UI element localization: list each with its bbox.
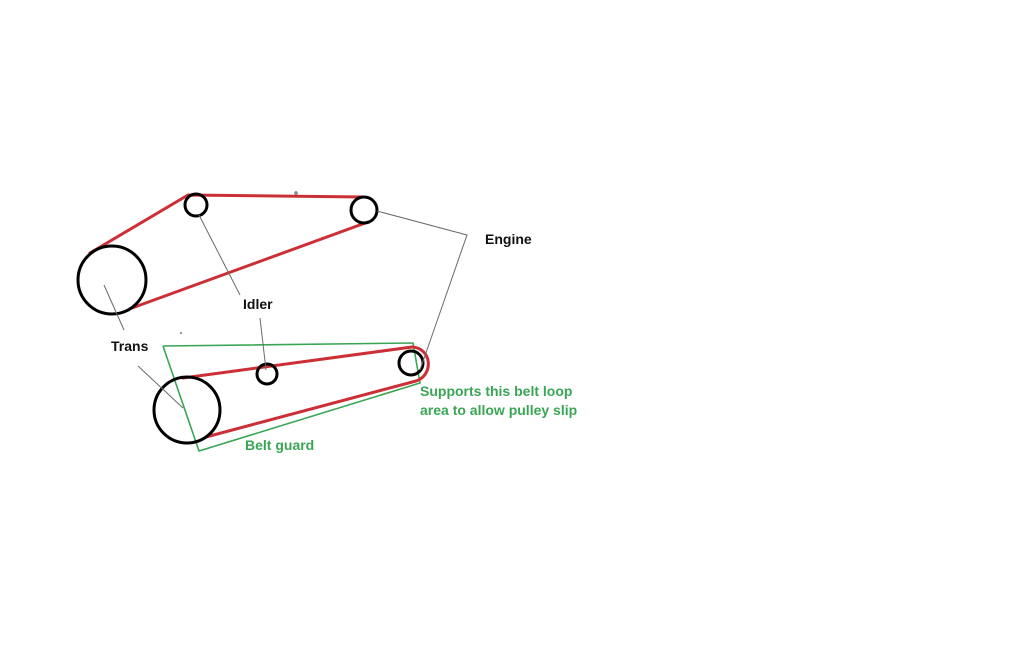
bottom-assembly [152, 332, 430, 452]
bottom-trans-pulley [152, 375, 222, 445]
top-idler-pulley [183, 192, 209, 218]
supports-label-line2: area to allow pulley slip [420, 402, 578, 418]
idler-leader-bottom [259, 317, 267, 371]
engine-label: Engine [485, 231, 532, 247]
stray-dot [294, 191, 298, 195]
belt-guard-outline [162, 342, 421, 452]
engine-leader [376, 210, 468, 371]
bottom-engine-pulley [397, 349, 425, 377]
belt-guard-label: Belt guard [245, 437, 315, 453]
top-assembly [76, 191, 379, 316]
bottom-idler-pulley [255, 362, 279, 386]
trans-leader-bottom [137, 365, 184, 409]
idler-leader-top [198, 214, 241, 296]
trans-label: Trans [111, 338, 149, 354]
idler-label: Idler [243, 296, 273, 312]
leader-lines [103, 210, 468, 409]
bottom-belt-top [181, 345, 414, 380]
top-belt [88, 193, 365, 255]
bottom-belt-return [204, 379, 418, 439]
top-belt-return [130, 220, 370, 310]
bottom-belt-wrap [410, 345, 430, 383]
top-trans-pulley [76, 244, 148, 316]
stray-dot-2 [180, 332, 182, 334]
supports-label-line1: Supports this belt loop [420, 383, 573, 399]
trans-leader-top [103, 284, 125, 331]
top-engine-pulley [349, 195, 379, 225]
